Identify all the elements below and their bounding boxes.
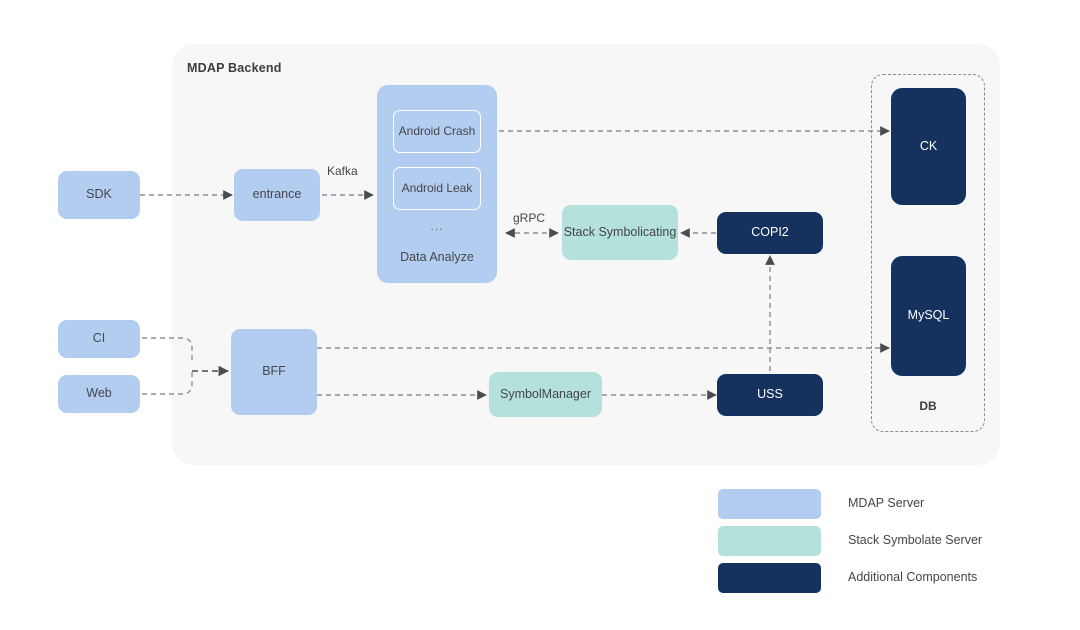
node-stack-symbolicating[interactable]: Stack Symbolicating [562,205,678,260]
legend-label-additional-components: Additional Components [848,570,978,584]
node-entrance[interactable]: entrance [234,169,320,221]
node-symbolmanager[interactable]: SymbolManager [489,372,602,417]
legend-label-mdap-server: MDAP Server [848,496,925,510]
node-sdk[interactable]: SDK [58,171,140,219]
db-group [871,74,985,432]
node-mysql[interactable]: MySQL [891,256,966,376]
edge-label-grpc: gRPC [513,211,546,225]
node-android-crash[interactable]: Android Crash [393,110,481,153]
edge-label-kafka: Kafka [327,164,358,178]
node-ck[interactable]: CK [891,88,966,205]
node-ci[interactable]: CI [58,320,140,358]
node-web[interactable]: Web [58,375,140,413]
legend-swatch-additional-components [718,563,821,593]
node-copi2[interactable]: COPI2 [717,212,823,254]
db-group-label: DB [919,399,937,413]
data-analyze-caption: Data Analyze [400,250,474,264]
data-analyze-ellipsis: ... [430,219,444,233]
node-bff[interactable]: BFF [231,329,317,415]
node-uss[interactable]: USS [717,374,823,416]
node-android-leak[interactable]: Android Leak [393,167,481,210]
legend-swatch-stack-symbolate-server [718,526,821,556]
node-data-analyze[interactable]: Android Crash Android Leak ... Data Anal… [377,85,497,283]
mdap-backend-title: MDAP Backend [187,61,282,75]
legend-label-stack-symbolate-server: Stack Symbolate Server [848,533,983,547]
legend-swatch-mdap-server [718,489,821,519]
